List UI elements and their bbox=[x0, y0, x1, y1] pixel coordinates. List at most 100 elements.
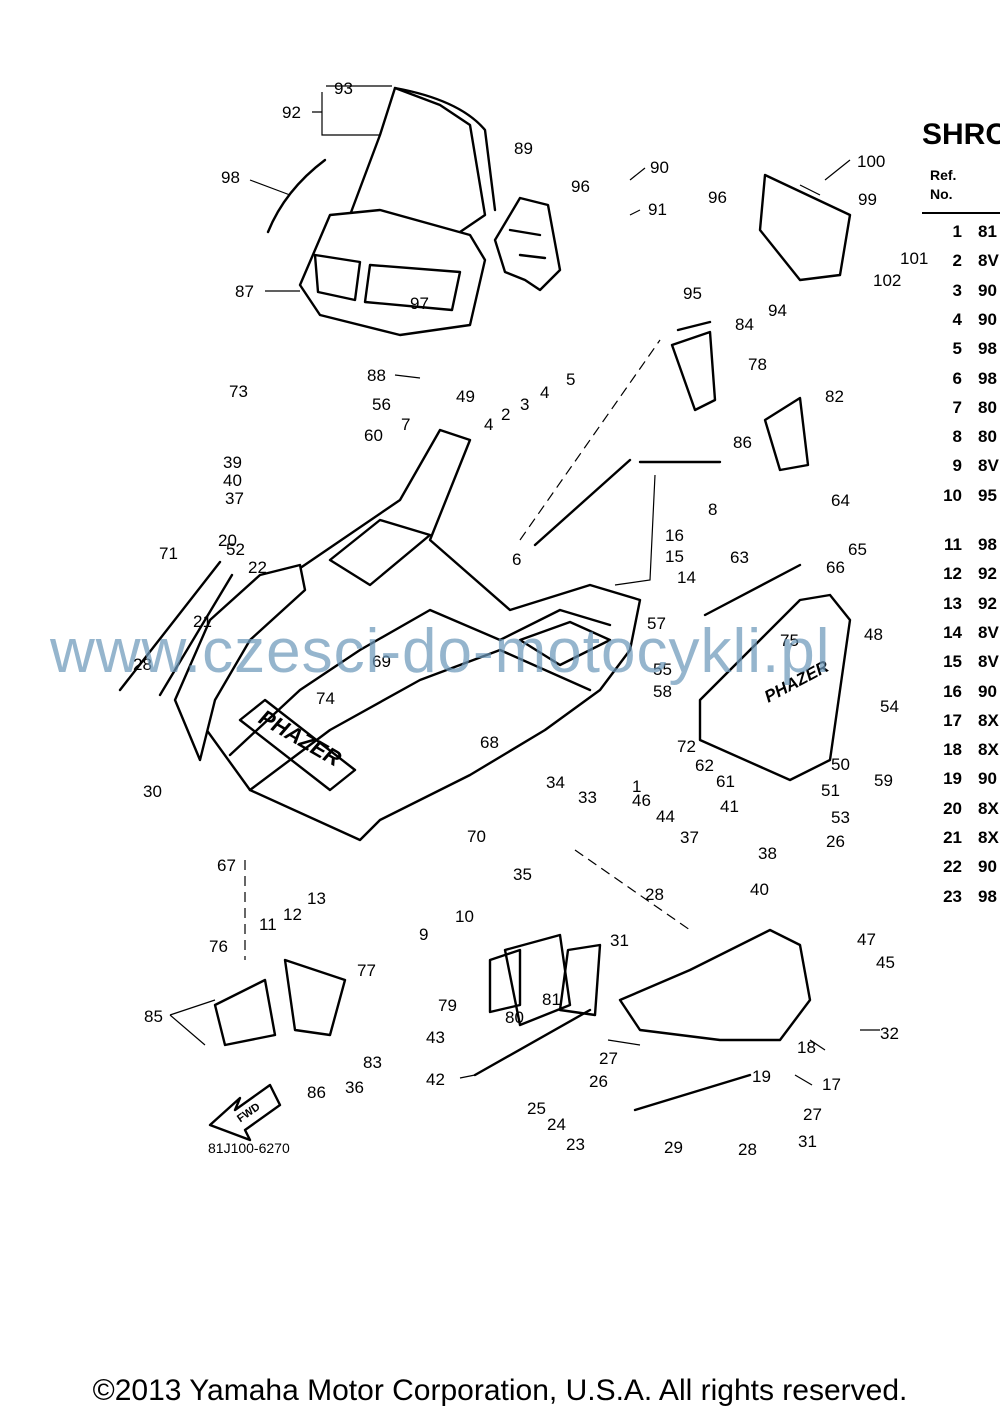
row-part-number: 8X bbox=[978, 740, 999, 760]
callout-89: 89 bbox=[514, 139, 533, 158]
callout-37b: 37 bbox=[680, 828, 699, 847]
callout-82: 82 bbox=[825, 387, 844, 406]
callout-28b: 28 bbox=[645, 885, 664, 904]
callout-13: 13 bbox=[307, 889, 326, 908]
copyright-notice: ©2013 Yamaha Motor Corporation, U.S.A. A… bbox=[92, 1374, 908, 1407]
plate-84 bbox=[676, 320, 712, 332]
row-ref-number: 21 bbox=[943, 828, 962, 847]
callout-43: 43 bbox=[426, 1028, 445, 1047]
table-row: 13 92 bbox=[922, 594, 997, 616]
callout-36: 36 bbox=[345, 1078, 364, 1097]
row-part-number: 8X bbox=[978, 828, 999, 847]
ref-no-header: Ref. No. bbox=[930, 167, 957, 202]
callout-68: 68 bbox=[480, 733, 499, 752]
plate-79 bbox=[488, 948, 522, 1014]
callout-62: 62 bbox=[695, 756, 714, 775]
row-part-number: 8V bbox=[978, 251, 999, 271]
row-part-number: 80 bbox=[978, 397, 997, 417]
callout-18: 18 bbox=[797, 1038, 816, 1057]
callout-4a: 4 bbox=[484, 415, 493, 434]
diagram-code: 81J100-6270 bbox=[208, 1140, 290, 1156]
row-part-number: 98 bbox=[978, 368, 997, 388]
row-part-number: 92 bbox=[978, 564, 997, 584]
row-part-number: 81 bbox=[978, 222, 997, 241]
row-ref-number: 17 bbox=[943, 710, 962, 730]
callout-91: 91 bbox=[648, 200, 667, 219]
lower-belly-pan bbox=[618, 928, 812, 1042]
callout-44: 44 bbox=[656, 807, 675, 826]
callout-96b: 96 bbox=[708, 188, 727, 207]
callout-85: 85 bbox=[144, 1007, 163, 1026]
callout-35: 35 bbox=[513, 865, 532, 884]
plate-82 bbox=[763, 396, 810, 472]
plate-78 bbox=[670, 330, 717, 412]
main-hood bbox=[183, 428, 642, 842]
callout-90: 90 bbox=[650, 158, 669, 177]
row-ref-number: 22 bbox=[943, 857, 962, 877]
row-part-number: 90 bbox=[978, 681, 997, 701]
table-row: 21 8X bbox=[922, 828, 999, 850]
callout-60: 60 bbox=[364, 426, 383, 445]
assembly-guide-lower bbox=[574, 849, 691, 931]
callout-81: 81 bbox=[542, 990, 561, 1009]
row-part-number: 98 bbox=[978, 535, 997, 554]
callout-28c: 28 bbox=[738, 1140, 757, 1159]
parts-artwork bbox=[118, 86, 852, 1142]
callout-17: 17 bbox=[822, 1075, 841, 1094]
callout-77: 77 bbox=[357, 961, 376, 980]
callout-63: 63 bbox=[730, 548, 749, 567]
row-ref-number: 16 bbox=[943, 681, 962, 701]
row-part-number: 90 bbox=[978, 309, 997, 329]
callout-52: 52 bbox=[226, 540, 245, 559]
bracket-99 bbox=[758, 173, 852, 282]
callout-32: 32 bbox=[880, 1024, 899, 1043]
callout-26b: 26 bbox=[826, 832, 845, 851]
callout-10: 10 bbox=[455, 907, 474, 926]
row-ref-number: 13 bbox=[943, 593, 962, 613]
callout-23: 23 bbox=[566, 1135, 585, 1154]
callout-6: 6 bbox=[512, 550, 521, 569]
callout-98: 98 bbox=[221, 168, 240, 187]
row-part-number: 80 bbox=[978, 427, 997, 447]
callout-56: 56 bbox=[372, 395, 391, 414]
row-part-number: 95 bbox=[978, 485, 997, 505]
callout-95: 95 bbox=[683, 284, 702, 303]
trim-strip bbox=[266, 158, 327, 234]
callout-21: 21 bbox=[193, 612, 212, 631]
callout-31b: 31 bbox=[798, 1132, 817, 1151]
callout-92: 92 bbox=[282, 103, 301, 122]
callout-65: 65 bbox=[848, 540, 867, 559]
callout-45: 45 bbox=[876, 953, 895, 972]
callout-79: 79 bbox=[438, 996, 457, 1015]
callout-86b: 86 bbox=[307, 1083, 326, 1102]
plate-77 bbox=[283, 958, 347, 1037]
callout-102: 102 bbox=[873, 271, 901, 290]
callout-61: 61 bbox=[716, 772, 735, 791]
callout-8: 8 bbox=[708, 500, 717, 519]
callout-74: 74 bbox=[316, 689, 335, 708]
callout-51: 51 bbox=[821, 781, 840, 800]
callout-3: 3 bbox=[520, 395, 529, 414]
callout-88: 88 bbox=[367, 366, 386, 385]
row-ref-number: 6 bbox=[952, 368, 962, 388]
headlight-bracket bbox=[493, 196, 562, 292]
strip-63 bbox=[703, 563, 802, 617]
rail-71 bbox=[118, 560, 222, 692]
callout-46: 46 bbox=[632, 791, 651, 810]
row-part-number: 92 bbox=[978, 593, 997, 613]
callout-75: 75 bbox=[780, 631, 799, 650]
bar-29 bbox=[633, 1073, 752, 1112]
table-title: SHRC bbox=[922, 118, 1000, 151]
callout-57: 57 bbox=[647, 614, 666, 633]
callout-2: 2 bbox=[501, 405, 510, 424]
